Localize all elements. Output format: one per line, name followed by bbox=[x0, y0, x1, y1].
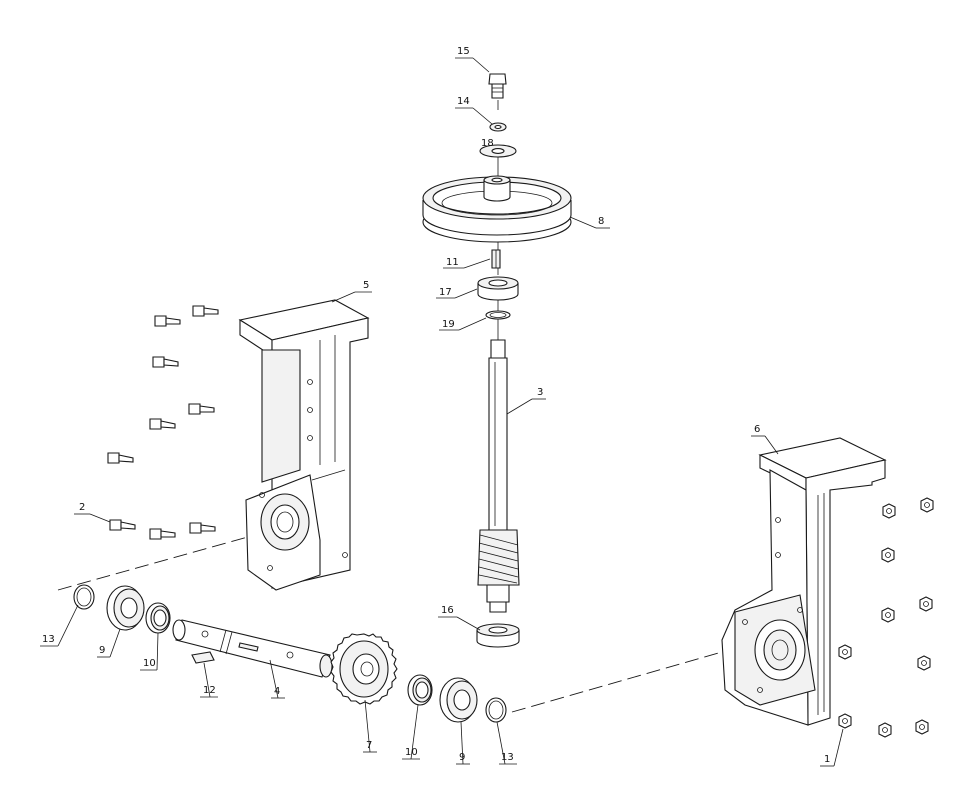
callout-19: 19 bbox=[439, 317, 487, 331]
part-seal-10-left bbox=[145, 602, 171, 634]
bolt bbox=[149, 528, 176, 540]
callout-label: 8 bbox=[598, 216, 604, 227]
bolt bbox=[189, 522, 216, 534]
callout-label: 12 bbox=[203, 685, 216, 696]
callout-label: 4 bbox=[274, 686, 280, 697]
part-output-shaft-4 bbox=[172, 619, 333, 678]
callout-label: 14 bbox=[457, 96, 470, 107]
bolt bbox=[154, 315, 181, 327]
callout-9-right: 9 bbox=[456, 721, 470, 765]
nut bbox=[881, 547, 895, 563]
callout-label: 15 bbox=[457, 46, 470, 57]
callout-7: 7 bbox=[363, 699, 377, 753]
callout-label: 5 bbox=[363, 280, 369, 291]
part-seal-10-right bbox=[407, 674, 433, 706]
part-bearing-9-right bbox=[439, 677, 478, 723]
callout-5: 5 bbox=[331, 280, 372, 303]
callout-label: 6 bbox=[754, 424, 760, 435]
part-housing-left-5 bbox=[238, 299, 370, 591]
bolt bbox=[109, 519, 136, 531]
callout-label: 19 bbox=[442, 319, 455, 330]
callout-label: 13 bbox=[501, 752, 514, 763]
callout-label: 2 bbox=[79, 502, 85, 513]
bolt bbox=[188, 403, 215, 415]
callout-label: 1 bbox=[824, 754, 830, 765]
part-bearing-9-left bbox=[106, 585, 145, 631]
nut bbox=[920, 497, 934, 513]
assembly-axis-right bbox=[511, 651, 723, 713]
part-snap-ring-13-right bbox=[485, 697, 507, 723]
bolt bbox=[107, 452, 134, 464]
callout-12: 12 bbox=[200, 662, 218, 698]
callout-1: 1 bbox=[820, 728, 844, 767]
nut-group-1 bbox=[838, 497, 934, 738]
callout-label: 9 bbox=[99, 645, 105, 656]
callout-4: 4 bbox=[269, 659, 285, 699]
part-key-12 bbox=[191, 651, 215, 664]
nut bbox=[838, 713, 852, 729]
part-lock-washer-14 bbox=[489, 122, 507, 132]
callout-13-right: 13 bbox=[496, 721, 517, 765]
bolt-group-2 bbox=[107, 305, 219, 540]
part-bearing-17 bbox=[477, 276, 519, 301]
callout-14: 14 bbox=[455, 96, 493, 125]
callout-label: 16 bbox=[441, 605, 454, 616]
callout-2: 2 bbox=[74, 502, 111, 523]
callout-10-left: 10 bbox=[140, 632, 159, 671]
callout-label: 10 bbox=[143, 658, 156, 669]
part-snap-ring-13-left bbox=[73, 584, 95, 610]
callout-6: 6 bbox=[751, 424, 779, 455]
part-pulley-8 bbox=[422, 175, 572, 243]
part-washer-18 bbox=[479, 144, 517, 158]
part-bolt-15 bbox=[488, 73, 507, 99]
callout-3: 3 bbox=[506, 387, 546, 415]
nut bbox=[915, 719, 929, 735]
part-key-11 bbox=[491, 249, 501, 269]
callout-8: 8 bbox=[569, 216, 610, 229]
bolt bbox=[149, 418, 176, 430]
callout-label: 3 bbox=[537, 387, 543, 398]
callout-label: 9 bbox=[459, 752, 465, 763]
nut bbox=[878, 722, 892, 738]
callout-15: 15 bbox=[455, 46, 490, 73]
nut bbox=[919, 596, 933, 612]
callout-label: 10 bbox=[405, 747, 418, 758]
callout-label: 11 bbox=[446, 257, 459, 268]
callout-11: 11 bbox=[443, 257, 491, 269]
callout-13-left: 13 bbox=[40, 604, 79, 647]
bolt bbox=[152, 356, 179, 368]
callout-10-right: 10 bbox=[402, 704, 420, 760]
callout-label: 18 bbox=[481, 138, 494, 149]
nut bbox=[838, 644, 852, 660]
callout-label: 17 bbox=[439, 287, 452, 298]
assembly-axis-left bbox=[57, 527, 281, 591]
callout-18: 18 bbox=[481, 138, 494, 149]
callout-17: 17 bbox=[436, 287, 478, 299]
callout-9-left: 9 bbox=[97, 628, 121, 658]
part-worm-shaft-3 bbox=[477, 339, 520, 613]
part-snap-ring-19 bbox=[485, 310, 511, 320]
part-bearing-16 bbox=[476, 623, 520, 648]
nut bbox=[882, 503, 896, 519]
part-housing-right-6 bbox=[721, 437, 887, 726]
bolt bbox=[192, 305, 219, 317]
part-gear-7 bbox=[330, 633, 398, 705]
callout-label: 13 bbox=[42, 634, 55, 645]
nut bbox=[917, 655, 931, 671]
callout-16: 16 bbox=[438, 605, 481, 631]
nut bbox=[881, 607, 895, 623]
